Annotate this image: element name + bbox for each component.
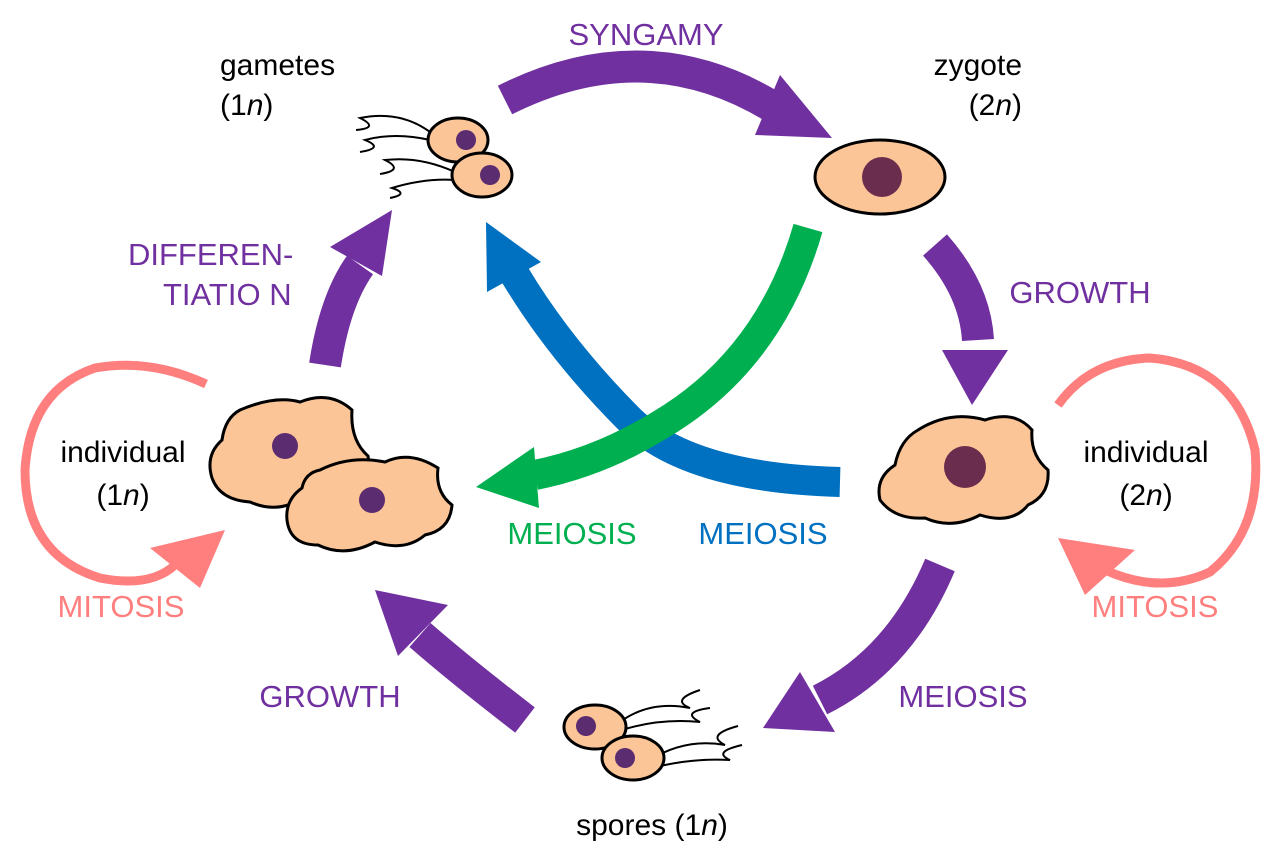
growth-arrow-right xyxy=(922,234,1008,405)
spores-label: spores (1n) xyxy=(576,809,728,842)
mitosis-loop-left xyxy=(20,360,225,588)
syngamy-arrow xyxy=(497,50,832,138)
differentiation-label-line1: DIFFEREN- xyxy=(128,237,293,272)
meiosis-arrow-blue xyxy=(486,222,841,497)
gametes-ploidy: (1n) xyxy=(220,89,273,122)
gametes-icon xyxy=(355,114,514,199)
meiosis-arrow-bottom xyxy=(763,558,955,732)
zygote-label: zygote xyxy=(934,49,1022,82)
individual-haploid-ploidy: (1n) xyxy=(96,479,149,512)
individual-diploid-ploidy: (2n) xyxy=(1119,479,1172,512)
mitosis-left-label: MITOSIS xyxy=(58,589,185,624)
meiosis-green-label: MEIOSIS xyxy=(507,516,636,551)
gametes-label: gametes xyxy=(220,49,335,82)
mitosis-loop-right xyxy=(1054,353,1261,595)
growth-label-right: GROWTH xyxy=(1009,275,1150,310)
individual-haploid-label: individual xyxy=(60,436,185,469)
growth-arrow-left xyxy=(375,590,535,733)
meiosis-bottom-label: MEIOSIS xyxy=(898,679,1027,714)
meiosis-arrow-green xyxy=(476,223,823,508)
individual-haploid-icon xyxy=(208,396,454,553)
syngamy-label: SYNGAMY xyxy=(568,17,723,52)
growth-label-left: GROWTH xyxy=(259,679,400,714)
spores-icon xyxy=(562,689,743,782)
individual-diploid-label: individual xyxy=(1083,436,1208,469)
zygote-ploidy: (2n) xyxy=(969,89,1022,122)
meiosis-blue-label: MEIOSIS xyxy=(698,516,827,551)
differentiation-arrow xyxy=(309,210,392,368)
differentiation-label-line2: TIATIO N xyxy=(163,277,292,312)
mitosis-right-label: MITOSIS xyxy=(1092,589,1219,624)
zygote-icon xyxy=(813,138,947,216)
individual-diploid-icon xyxy=(877,415,1050,525)
